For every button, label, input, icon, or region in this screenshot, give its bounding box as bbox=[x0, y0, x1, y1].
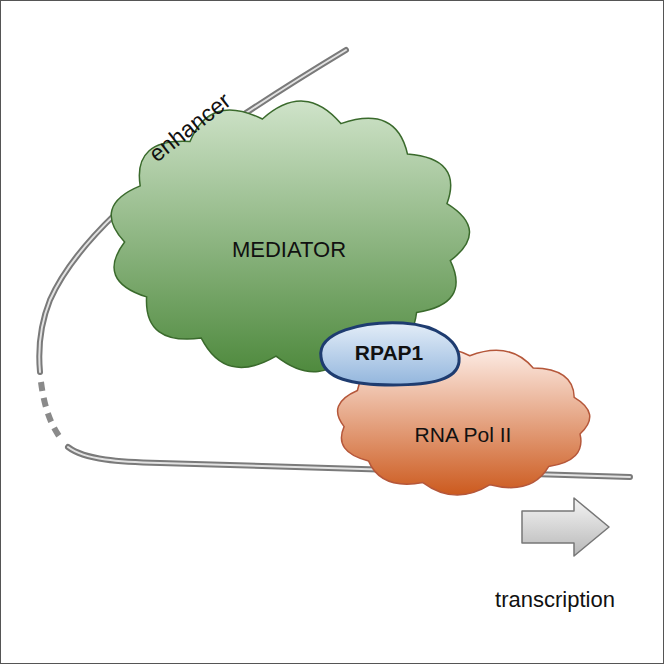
rpap1-blob-path bbox=[321, 323, 459, 385]
rna-pol-ii-cloud-path bbox=[338, 348, 590, 495]
transcription-arrow bbox=[522, 498, 609, 556]
node-label: MEDIATOR bbox=[232, 237, 346, 263]
node-label: RNA Pol II bbox=[415, 423, 512, 447]
transcription-label: transcription bbox=[495, 587, 615, 613]
node-label: RPAP1 bbox=[355, 341, 423, 365]
rpap1-blob: RPAP1 bbox=[313, 317, 465, 389]
